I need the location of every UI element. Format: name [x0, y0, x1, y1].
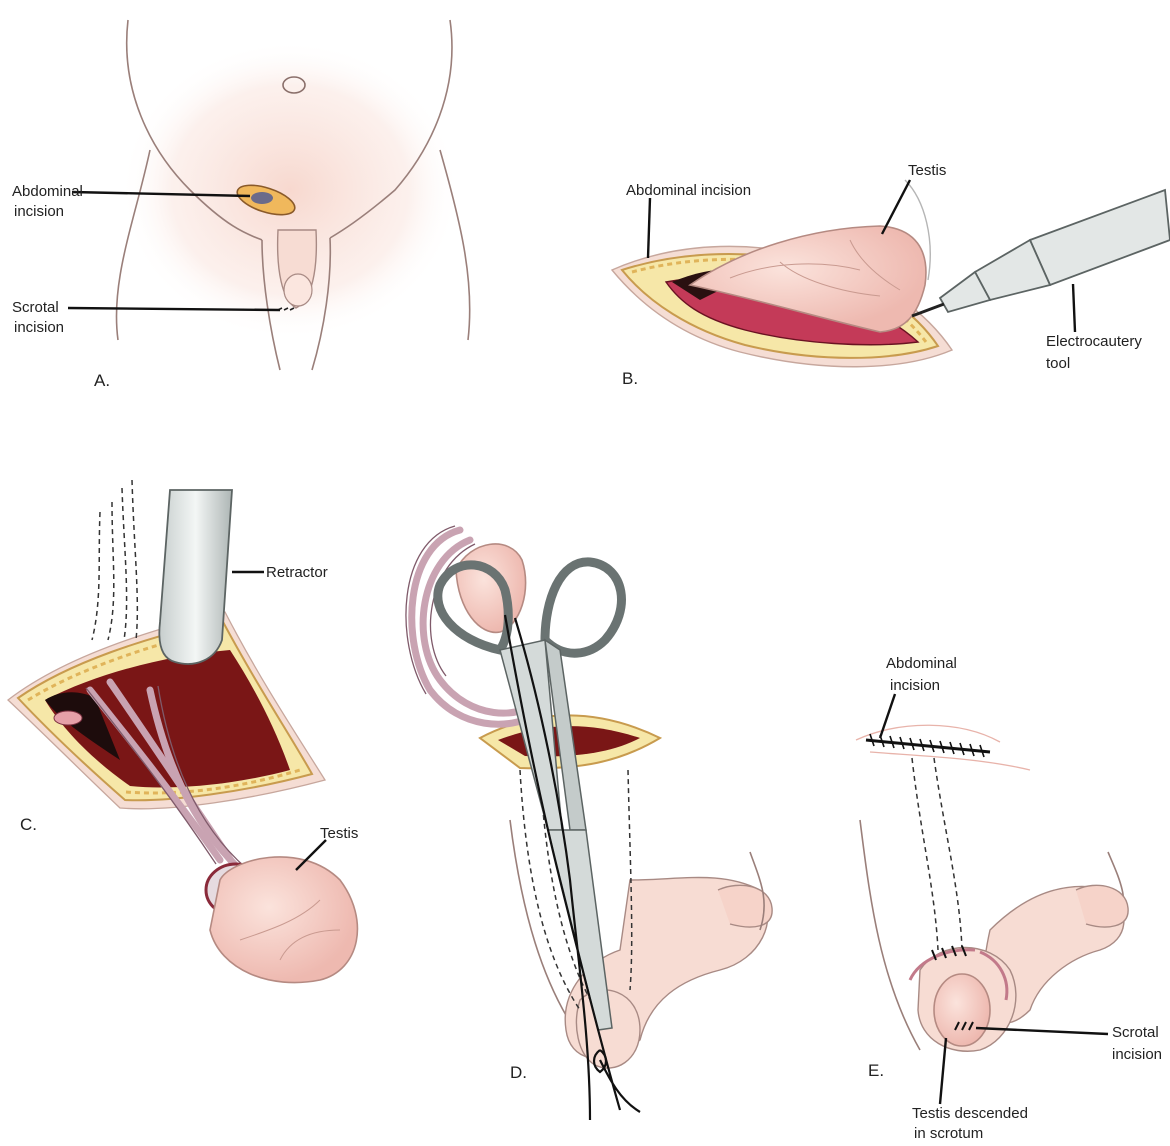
- panel-letter-a: A.: [94, 371, 110, 390]
- label-electrocautery-2: tool: [1046, 355, 1070, 372]
- retractor-blade: [159, 490, 232, 664]
- label-abdominal-b: Abdominal incision: [626, 182, 751, 199]
- clamp-ring-right: [545, 562, 621, 653]
- electrocautery-tool: [912, 190, 1170, 316]
- retractor: [159, 490, 232, 664]
- label-abdominal-e-1: Abdominal: [886, 655, 957, 672]
- thigh-outline-e-left: [860, 820, 920, 1050]
- surgical-clamp: [438, 562, 622, 1030]
- electrocautery-handle: [1030, 190, 1170, 285]
- panel-d: D.: [406, 526, 772, 1120]
- panel-letter-c: C.: [20, 815, 37, 834]
- abdominal-incision-opening: [251, 192, 273, 204]
- leader-testis-descended: [940, 1038, 946, 1104]
- cord-path-dashed-c: [92, 480, 137, 640]
- testis-outline-a: [284, 274, 312, 306]
- panel-b: Abdominal incision Testis Electrocautery…: [612, 162, 1170, 388]
- panel-letter-e: E.: [868, 1061, 884, 1080]
- label-testis-c: Testis: [320, 825, 358, 842]
- vessel-c: [54, 711, 82, 725]
- leader-abdominal-e: [880, 694, 895, 738]
- label-abdominal-a-1: Abdominal: [12, 183, 83, 200]
- label-scrotal-a-2: incision: [14, 319, 64, 336]
- label-scrotal-a-1: Scrotal: [12, 299, 59, 316]
- panel-e: Abdominal incision Scrotal incision Test…: [856, 655, 1162, 1142]
- label-testis-descended-1: Testis descended: [912, 1105, 1028, 1122]
- label-scrotal-e-2: incision: [1112, 1046, 1162, 1063]
- leader-abdominal-b: [648, 198, 650, 258]
- label-abdominal-a-2: incision: [14, 203, 64, 220]
- panel-a: Abdominal incision Scrotal incision A.: [12, 20, 470, 390]
- panel-c: Retractor Testis C.: [8, 480, 358, 983]
- label-retractor: Retractor: [266, 564, 328, 581]
- panel-letter-d: D.: [510, 1063, 527, 1082]
- label-scrotal-e-1: Scrotal: [1112, 1024, 1159, 1041]
- label-abdominal-e-2: incision: [890, 677, 940, 694]
- label-electrocautery-1: Electrocautery: [1046, 333, 1142, 350]
- panel-letter-b: B.: [622, 369, 638, 388]
- label-testis-b: Testis: [908, 162, 946, 179]
- leader-testis-b: [882, 180, 910, 234]
- leader-electrocautery: [1073, 284, 1075, 332]
- cord-path-dashed-e: [912, 758, 962, 950]
- testis-c: [210, 857, 357, 983]
- label-testis-descended-2: in scrotum: [914, 1125, 983, 1142]
- testis-e: [934, 974, 990, 1046]
